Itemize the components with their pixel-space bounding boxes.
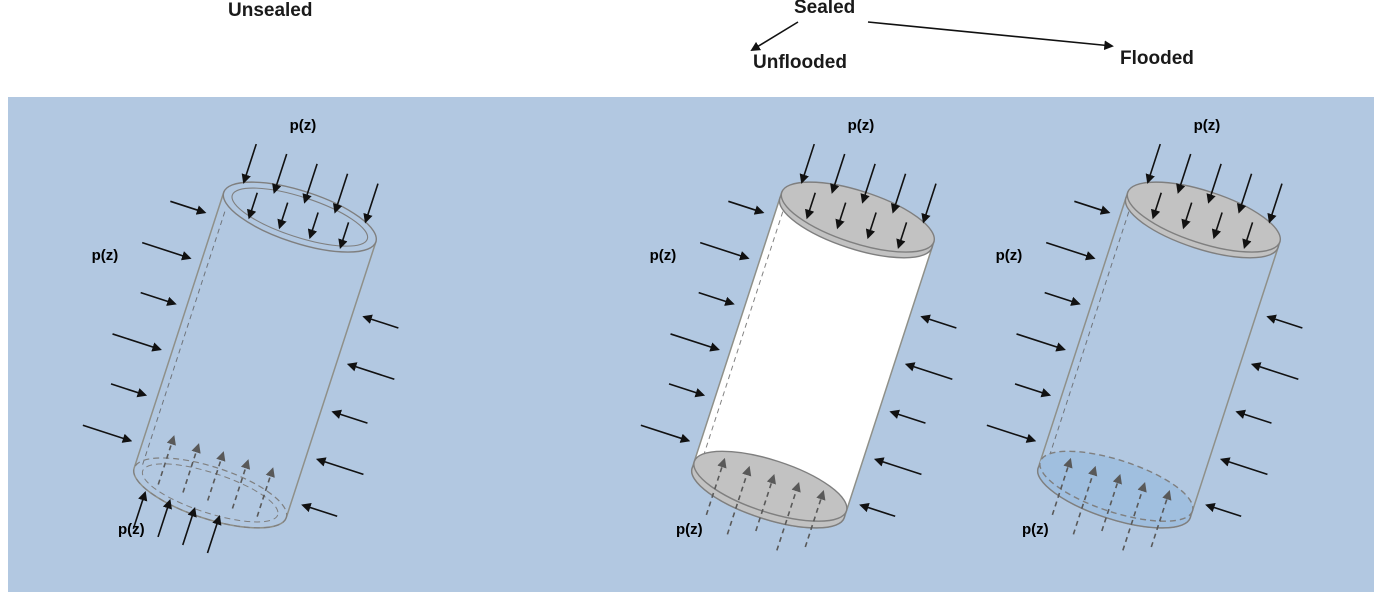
left-pressure-arrows xyxy=(82,200,207,443)
bottom-pressure-arrows xyxy=(1051,457,1172,551)
tilted-pile-group xyxy=(82,143,399,554)
panel-unsealed: p(z) p(z) p(z) xyxy=(30,100,470,590)
pressure-label-bottom: p(z) xyxy=(118,521,145,539)
branch-arrow-left-icon xyxy=(750,21,799,51)
label-flooded: Flooded xyxy=(1120,48,1194,69)
left-pressure-arrows xyxy=(986,200,1111,443)
pressure-label-top: p(z) xyxy=(289,117,317,135)
top-pressure-arrows xyxy=(799,143,937,249)
label-sealed: Sealed xyxy=(794,0,856,18)
right-pressure-arrows xyxy=(301,314,399,518)
cylinder-unsealed-diagram xyxy=(82,143,399,554)
right-pressure-arrows xyxy=(1205,314,1303,518)
top-pressure-arrows xyxy=(241,143,379,249)
cylinder-unflooded-diagram xyxy=(640,143,957,551)
figure-header: Unsealed Sealed Unflooded Flooded xyxy=(0,0,1374,97)
bottom-pressure-arrows xyxy=(132,435,275,554)
branch-arrow-right-icon xyxy=(867,21,1114,51)
tilted-pile-group xyxy=(640,143,957,551)
diagram-canvas: p(z) p(z) p(z) p(z) p(z) p(z) p(z) p(z) … xyxy=(8,97,1374,592)
pressure-label-side: p(z) xyxy=(91,247,119,264)
cylinder-flooded-diagram xyxy=(986,143,1303,551)
label-unflooded: Unflooded xyxy=(753,52,847,73)
pressure-label-side: p(z) xyxy=(995,247,1023,264)
pressure-label-top: p(z) xyxy=(847,117,875,135)
label-unsealed: Unsealed xyxy=(228,0,313,21)
pressure-label-bottom: p(z) xyxy=(676,521,703,539)
pressure-label-top: p(z) xyxy=(1193,117,1221,135)
right-pressure-arrows xyxy=(859,314,957,518)
panel-sealed-unflooded: p(z) p(z) p(z) xyxy=(588,100,1028,590)
bottom-pressure-arrows xyxy=(705,457,826,551)
open-bottom-rim xyxy=(133,457,288,529)
tilted-pile-group xyxy=(986,143,1303,551)
panel-sealed-flooded: p(z) p(z) p(z) xyxy=(934,100,1374,590)
left-pressure-arrows xyxy=(640,200,765,443)
pressure-label-side: p(z) xyxy=(649,247,677,264)
pressure-label-bottom: p(z) xyxy=(1022,521,1049,539)
top-pressure-arrows xyxy=(1145,143,1283,249)
